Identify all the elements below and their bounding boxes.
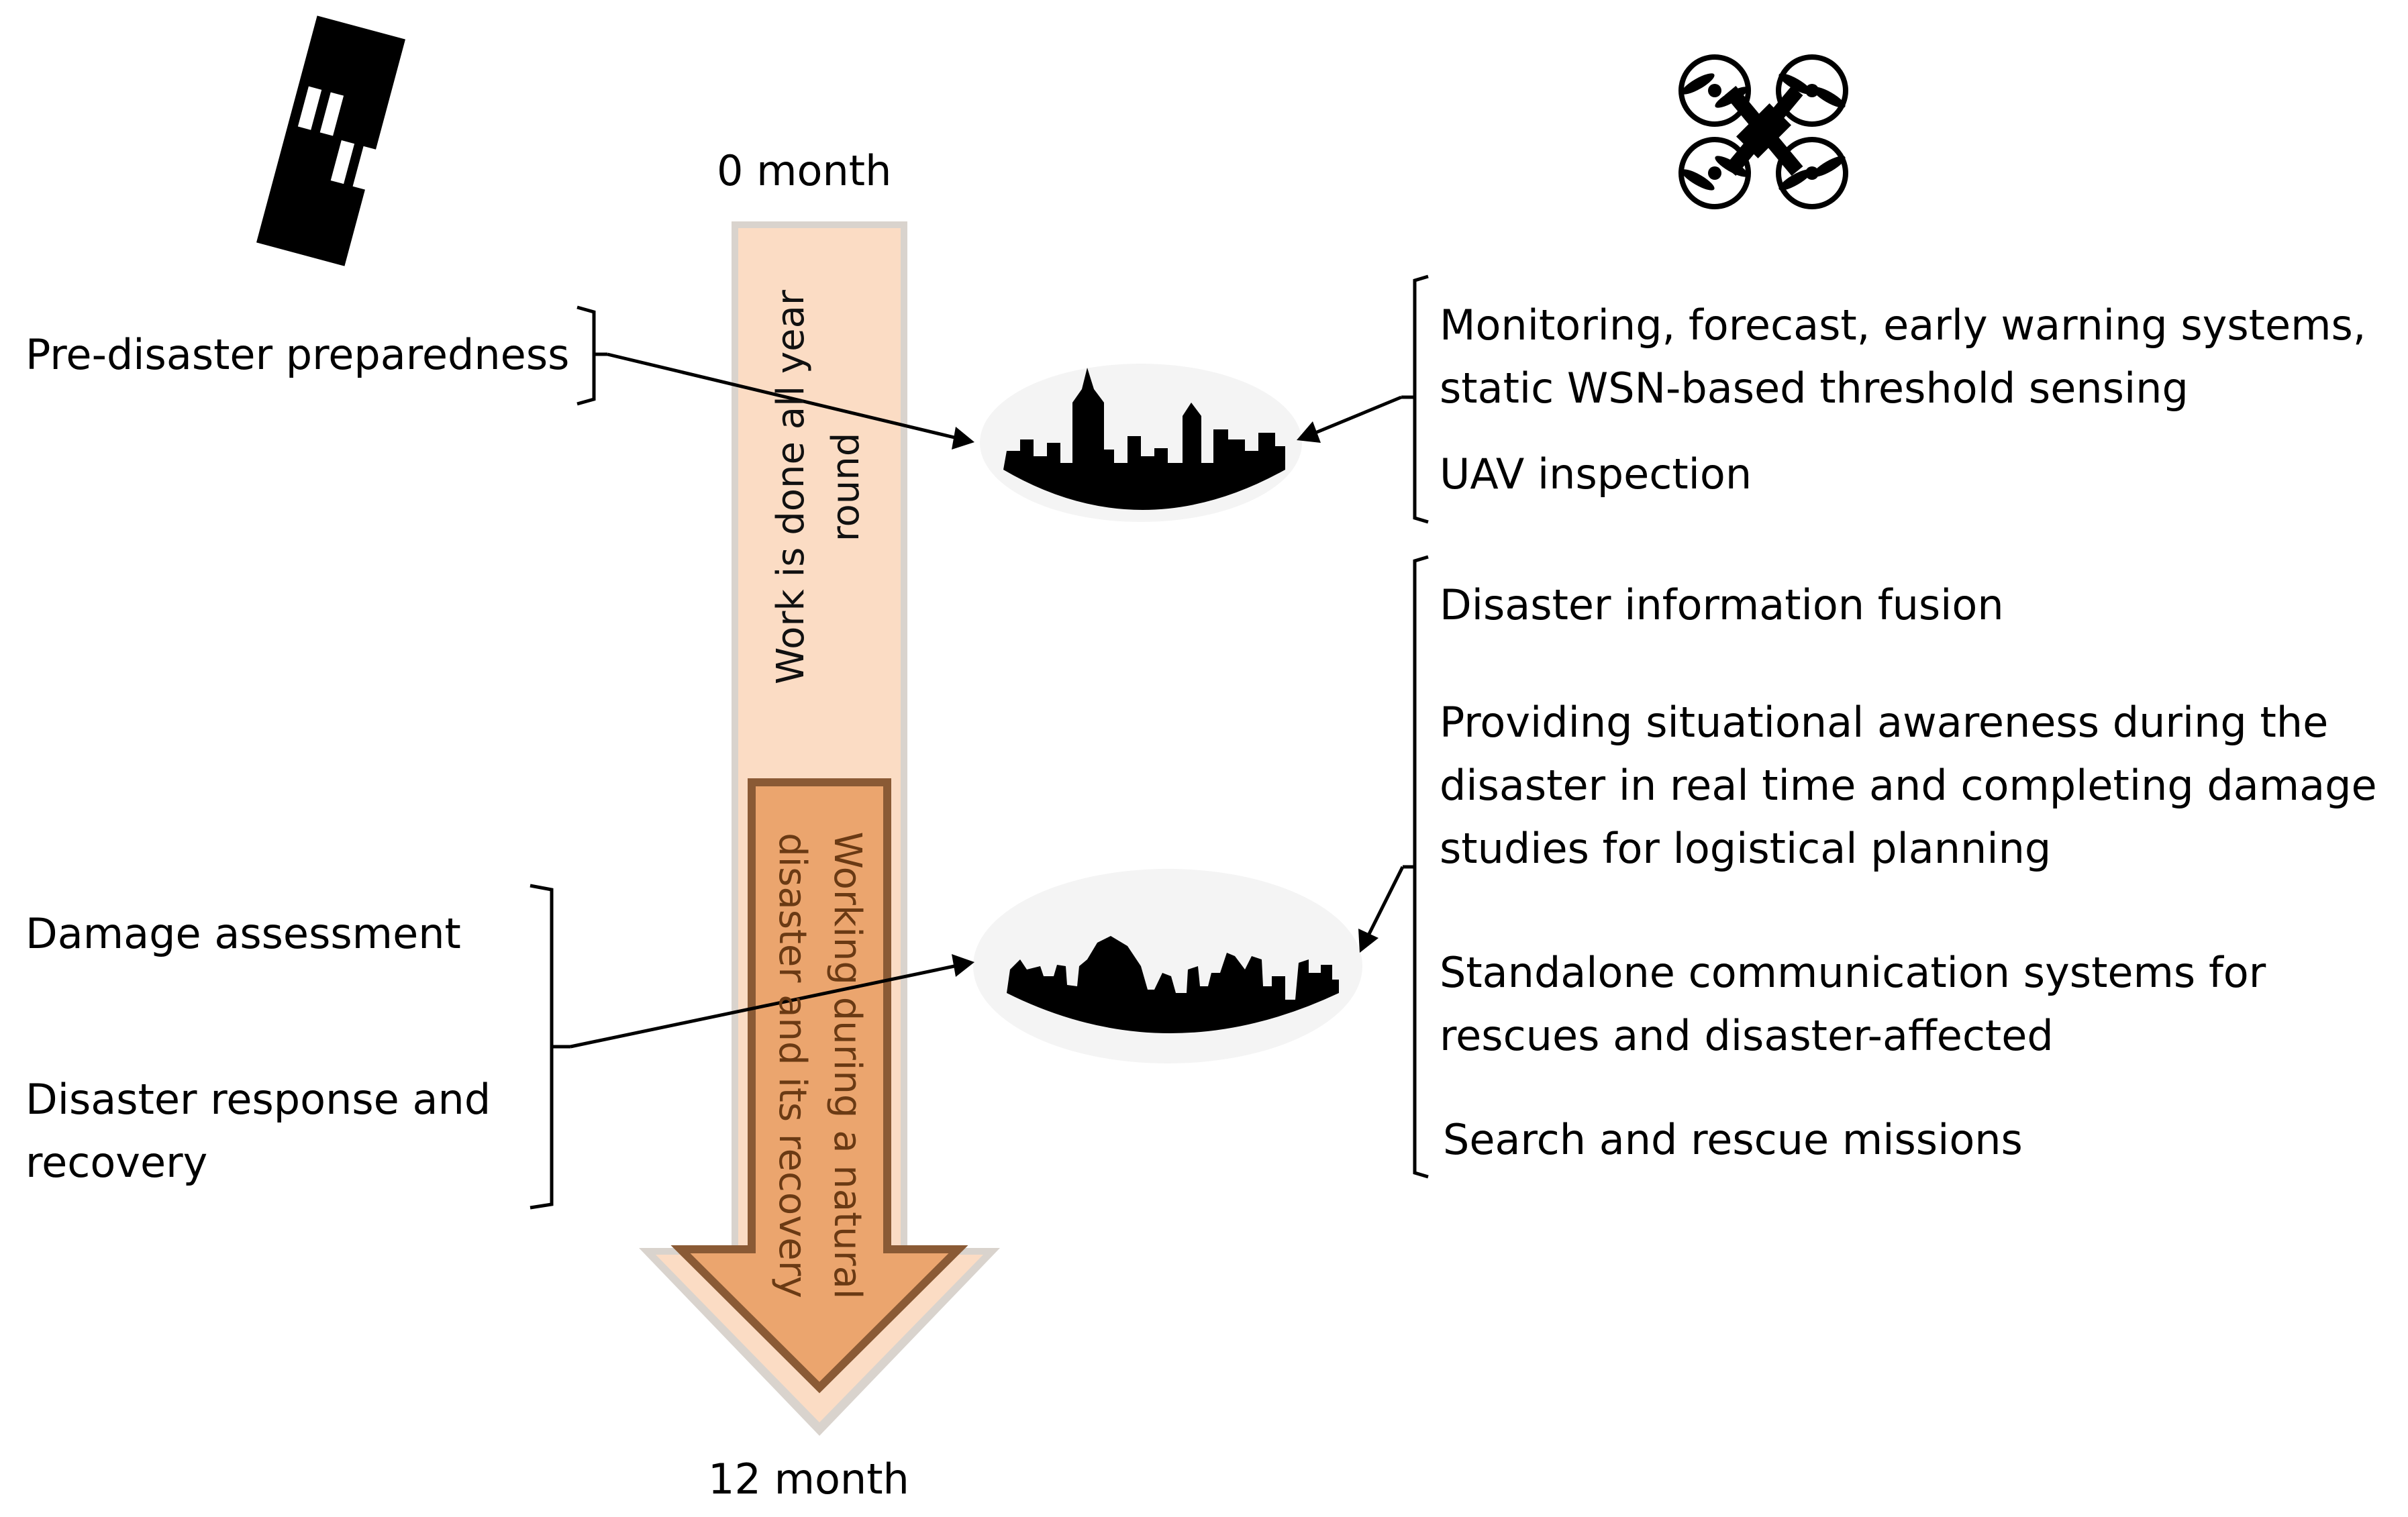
response-bracket bbox=[530, 884, 570, 1210]
phase-year-round-line2: round bbox=[824, 432, 868, 542]
timeline-start-label: 0 month bbox=[717, 146, 892, 195]
situational-line3: studies for logistical planning bbox=[1440, 824, 2052, 873]
response-recovery-line1: Disaster response and bbox=[26, 1075, 491, 1124]
pre-disaster-label: Pre-disaster preparedness bbox=[26, 330, 570, 379]
communication-line1: Standalone communication systems for bbox=[1440, 948, 2266, 997]
monitoring-bracket bbox=[1401, 274, 1429, 524]
phase-disaster-label: Working during a natural disaster and it… bbox=[764, 780, 874, 1351]
pre-disaster-bracket bbox=[576, 305, 607, 406]
drone-icon bbox=[1678, 54, 1848, 209]
uav-inspection-label: UAV inspection bbox=[1440, 450, 1752, 499]
response-recovery-line2: recovery bbox=[26, 1138, 208, 1187]
communication-line2: rescues and disaster-affected bbox=[1440, 1011, 2054, 1060]
damage-assessment-label: Damage assessment bbox=[26, 909, 461, 958]
satellite-icon bbox=[256, 15, 405, 266]
phase-year-round-label: Work is done all year round bbox=[764, 219, 874, 755]
response-recovery-label: Disaster response and recovery bbox=[26, 1068, 491, 1194]
city-skyline-icon bbox=[980, 364, 1302, 522]
search-rescue-label: Search and rescue missions bbox=[1443, 1115, 2023, 1164]
monitoring-line2: static WSN-based threshold sensing bbox=[1440, 364, 2189, 413]
communication-label: Standalone communication systems for res… bbox=[1440, 941, 2266, 1067]
situational-line2: disaster in real time and completing dam… bbox=[1440, 761, 2377, 810]
damaged-city-icon bbox=[973, 869, 1362, 1063]
timeline-end-label: 12 month bbox=[708, 1455, 909, 1504]
connector-arrows bbox=[570, 352, 1405, 1049]
timeline-arrow-inner bbox=[670, 778, 968, 1394]
phase-disaster-line1: Working during a natural bbox=[825, 831, 869, 1300]
situational-awareness-label: Providing situational awareness during t… bbox=[1440, 691, 2377, 880]
monitoring-label: Monitoring, forecast, early warning syst… bbox=[1440, 294, 2366, 420]
situational-line1: Providing situational awareness during t… bbox=[1440, 698, 2329, 747]
phase-disaster-line2: disaster and its recovery bbox=[770, 833, 814, 1298]
disaster-phase-bracket bbox=[1403, 555, 1429, 1179]
monitoring-line1: Monitoring, forecast, early warning syst… bbox=[1440, 301, 2366, 350]
phase-year-round-line1: Work is done all year bbox=[769, 290, 813, 684]
information-fusion-label: Disaster information fusion bbox=[1440, 580, 2004, 629]
